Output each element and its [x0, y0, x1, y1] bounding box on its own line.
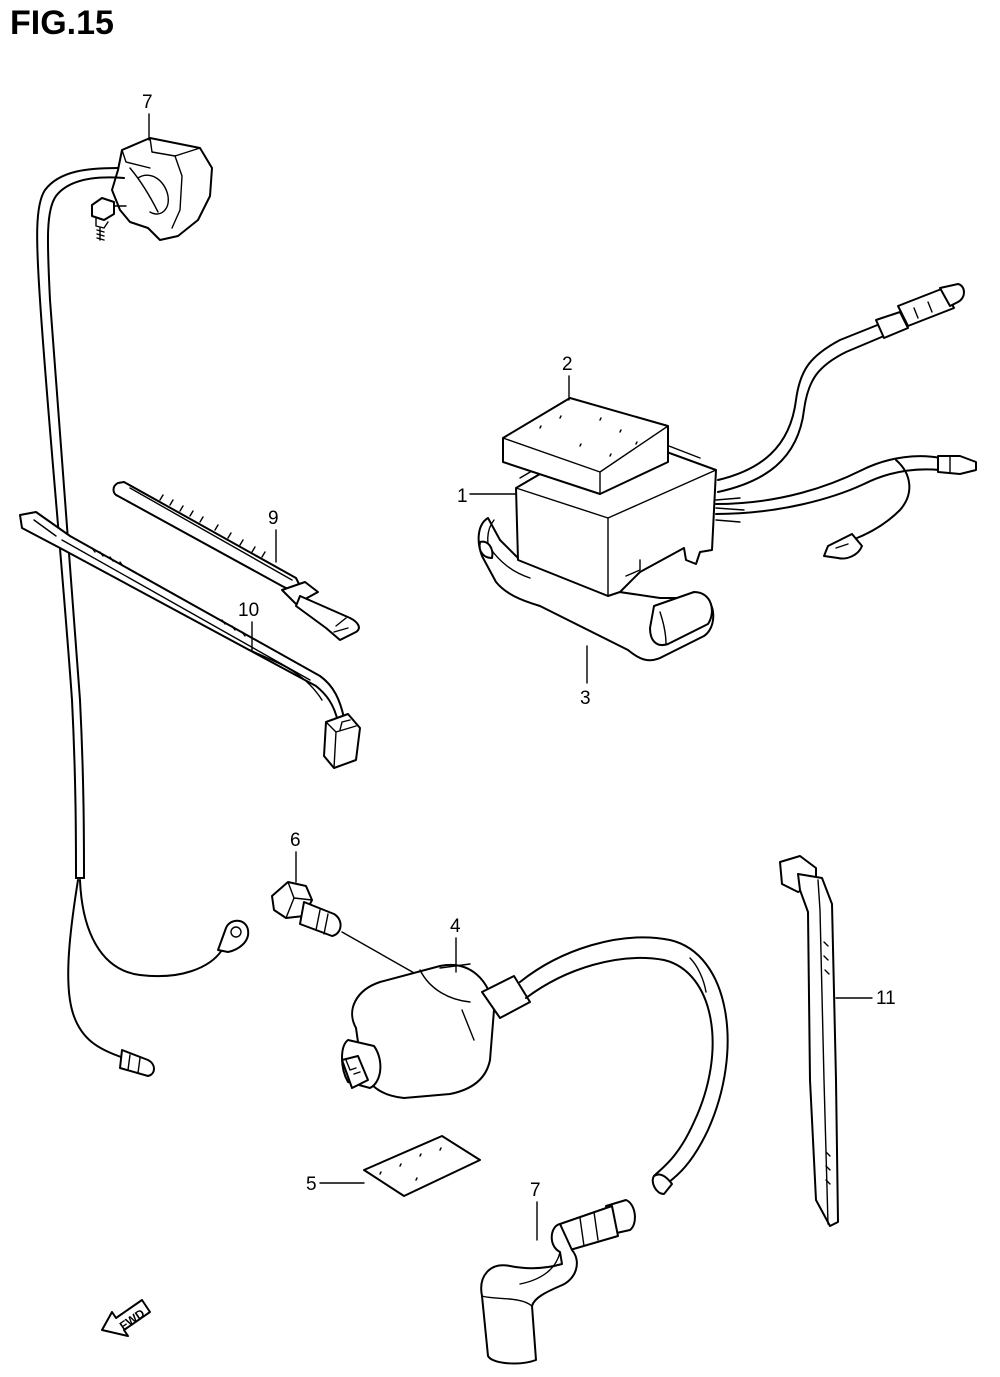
ignition-coil[interactable]: [341, 936, 729, 1195]
callout-2: 2: [562, 354, 573, 375]
wiring-harness[interactable]: [36, 137, 250, 1077]
callout-8: 7: [142, 92, 153, 113]
callout-5: 5: [306, 1174, 317, 1195]
clamp-band-9[interactable]: [112, 481, 360, 641]
cdi-wiring[interactable]: [715, 283, 977, 560]
callout-9: 9: [268, 508, 279, 529]
figure-title: FIG.15: [10, 4, 114, 42]
callout-4: 4: [450, 916, 461, 937]
callout-10: 10: [238, 600, 259, 621]
callout-11: 11: [876, 988, 896, 1009]
clamp-band-11[interactable]: [779, 855, 839, 1227]
callout-6: 6: [290, 830, 301, 851]
cushion-pad[interactable]: [502, 397, 669, 495]
clamp-band-10[interactable]: [19, 511, 361, 769]
bolt[interactable]: [271, 881, 342, 937]
spark-plug-cap[interactable]: [480, 1199, 636, 1365]
callout-1: 1: [457, 486, 468, 507]
coil-pad[interactable]: [363, 1135, 481, 1197]
callout-7: 7: [530, 1180, 541, 1201]
fwd-arrow-icon: FWD: [101, 1299, 151, 1337]
callout-3: 3: [580, 688, 591, 709]
